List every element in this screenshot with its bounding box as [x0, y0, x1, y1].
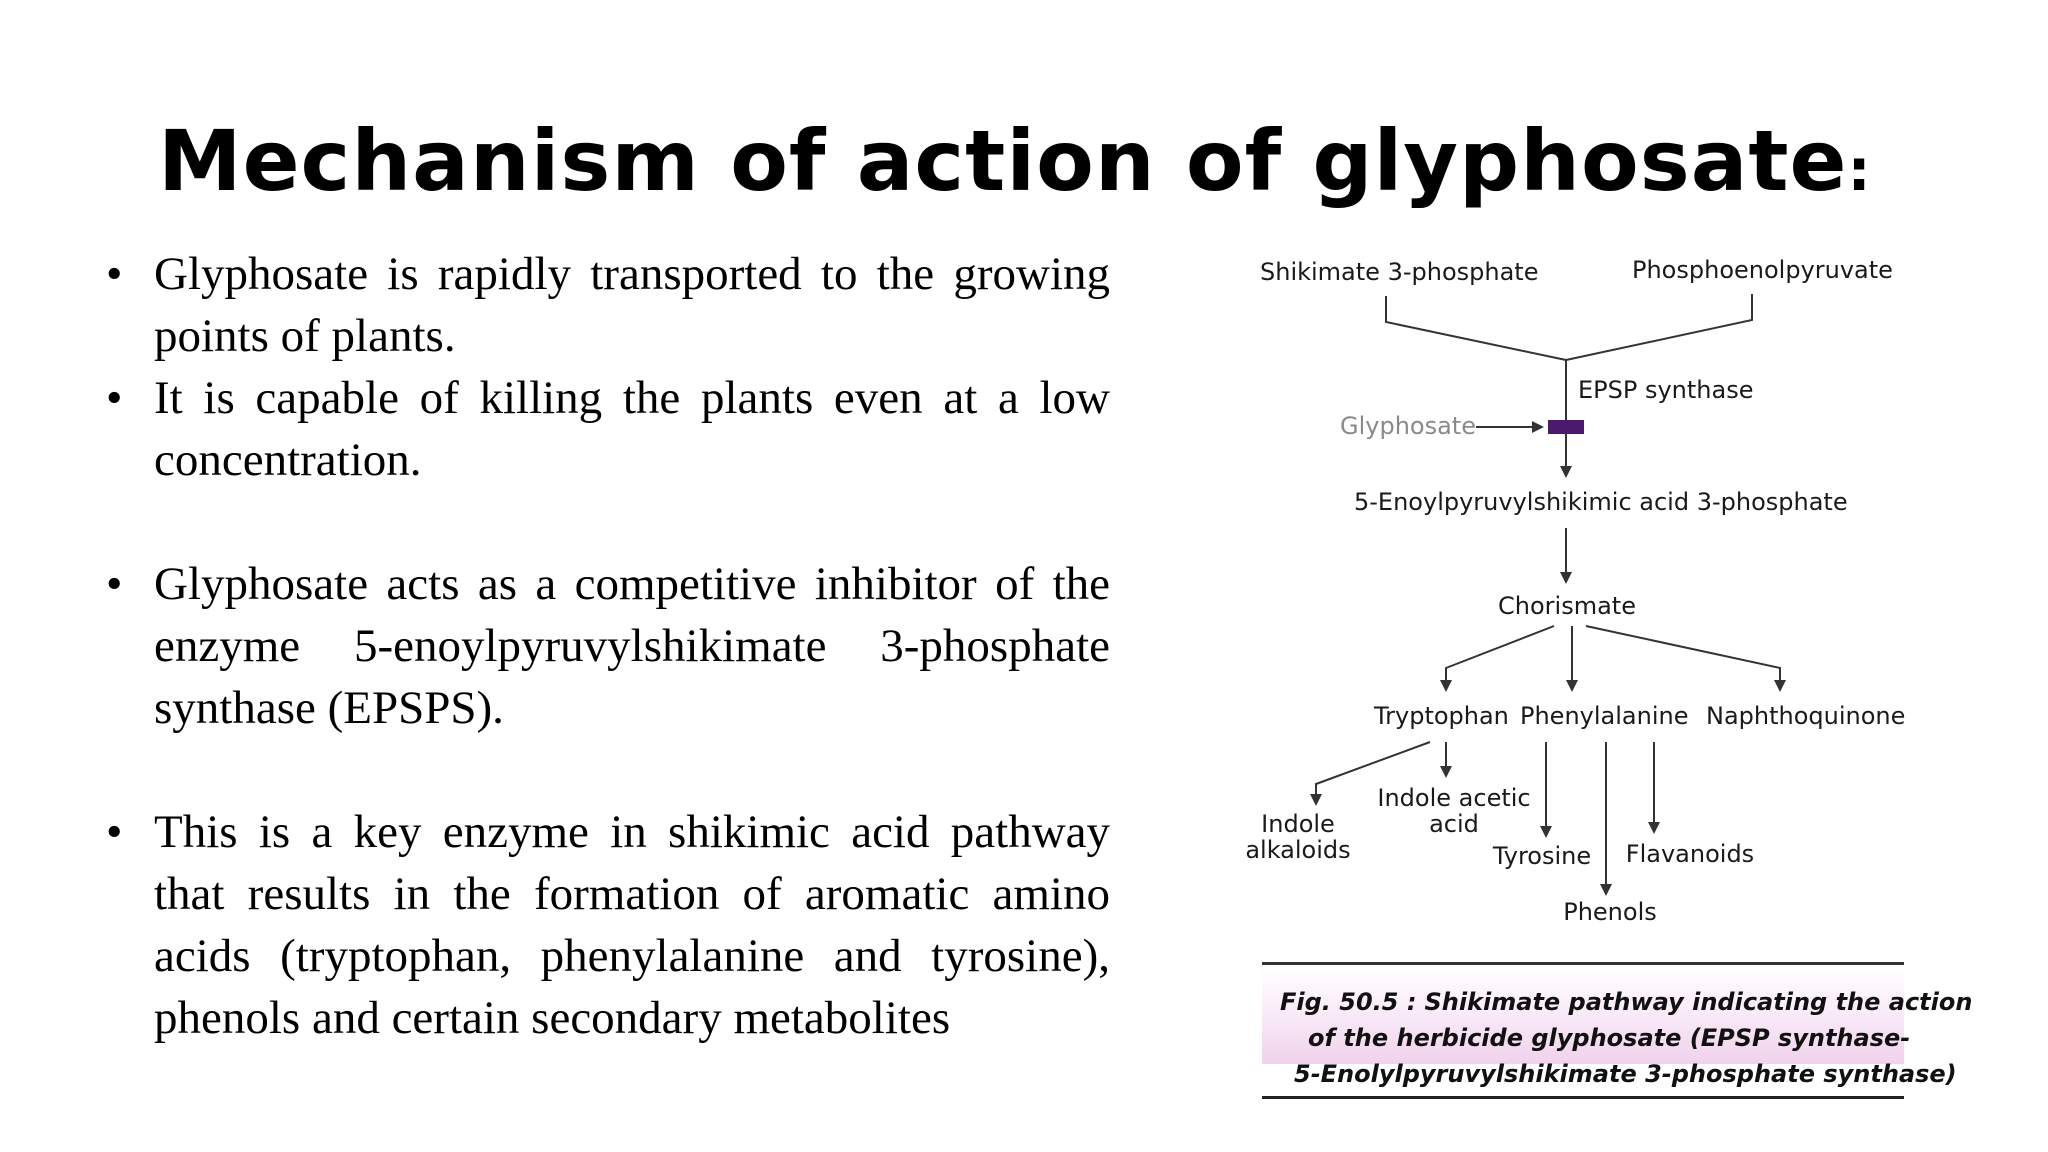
pathway-diagram: Shikimate 3-phosphate Phosphoenolpyruvat… — [1245, 256, 1972, 1099]
edge-pep-to-epsp-synthase — [1565, 294, 1753, 361]
node-naphthoquinone: Naphthoquinone — [1706, 702, 1905, 730]
arrow-to-chorismate — [1560, 572, 1572, 584]
node-enoylpyruvylshikimic-acid-3-phosphate: 5-Enoylpyruvylshikimic acid 3-phosphate — [1354, 488, 1848, 516]
node-indole-alkaloids-line1: Indole — [1261, 810, 1335, 838]
arrow-to-phenylalanine — [1566, 680, 1578, 692]
node-epsp-synthase: EPSP synthase — [1578, 376, 1754, 404]
edge-chorismate-to-naphthoquinone — [1585, 625, 1781, 684]
slide-title-text: Mechanism of action of glyphosate — [158, 112, 1848, 210]
bullet-item-inhibitor: Glyphosate acts as a competitive inhibit… — [100, 553, 1110, 739]
node-glyphosate: Glyphosate — [1340, 412, 1476, 440]
bullet-item-key-enzyme: This is a key enzyme in shikimic acid pa… — [100, 801, 1110, 1049]
caption-top-rule — [1262, 962, 1904, 965]
node-indole-acetic-acid-line1: Indole acetic — [1377, 784, 1530, 812]
edge-shikimate-to-epsp-synthase — [1385, 296, 1567, 361]
arrow-to-indole-acetic-acid — [1440, 766, 1452, 778]
node-flavanoids: Flavanoids — [1626, 840, 1754, 868]
node-indole-acetic-acid-line2: acid — [1429, 810, 1479, 838]
inhibition-block-marker — [1548, 420, 1584, 434]
arrow-to-naphthoquinone — [1774, 680, 1786, 692]
node-tyrosine: Tyrosine — [1492, 842, 1591, 870]
arrow-glyphosate — [1532, 421, 1544, 433]
node-indole-alkaloids-line2: alkaloids — [1245, 836, 1350, 864]
bullet-item-low-concentration: It is capable of killing the plants even… — [100, 367, 1110, 491]
caption-line-1-text: Shikimate pathway indicating the action — [1424, 988, 1972, 1016]
node-phenols: Phenols — [1563, 898, 1657, 926]
slide-title: Mechanism of action of glyphosate: — [158, 112, 1872, 210]
arrow-to-phenols — [1600, 884, 1612, 896]
arrow-to-tyrosine — [1540, 826, 1552, 838]
node-phenylalanine: Phenylalanine — [1520, 702, 1688, 730]
node-shikimate-3-phosphate: Shikimate 3-phosphate — [1260, 258, 1538, 286]
node-tryptophan: Tryptophan — [1373, 702, 1509, 730]
bullet-item-transport: Glyphosate is rapidly transported to the… — [100, 243, 1110, 367]
node-phosphoenolpyruvate: Phosphoenolpyruvate — [1632, 256, 1893, 284]
node-chorismate: Chorismate — [1498, 592, 1636, 620]
arrow-to-indole-alkaloids — [1310, 794, 1322, 806]
caption-band — [1262, 968, 1904, 1064]
caption-line-1: Fig. 50.5 : Shikimate pathway indicating … — [1280, 988, 1972, 1016]
edge-tryptophan-to-indole-alkaloids — [1315, 741, 1431, 798]
slide-title-colon: : — [1847, 136, 1872, 204]
arrow-to-epsp — [1560, 466, 1572, 478]
arrow-to-tryptophan — [1440, 680, 1452, 692]
caption-bottom-rule — [1262, 1096, 1904, 1099]
edge-chorismate-to-tryptophan — [1445, 625, 1555, 684]
shikimate-pathway-figure: Shikimate 3-phosphate Phosphoenolpyruvat… — [1240, 240, 1972, 1120]
arrow-to-flavanoids — [1648, 822, 1660, 834]
caption-line-3: 5-Enolylpyruvylshikimate 3-phosphate syn… — [1294, 1060, 1957, 1088]
caption-label: Fig. 50.5 : — [1280, 988, 1416, 1016]
bullet-list: Glyphosate is rapidly transported to the… — [100, 243, 1110, 1049]
caption-line-2: of the herbicide glyphosate (EPSP syntha… — [1308, 1024, 1910, 1052]
